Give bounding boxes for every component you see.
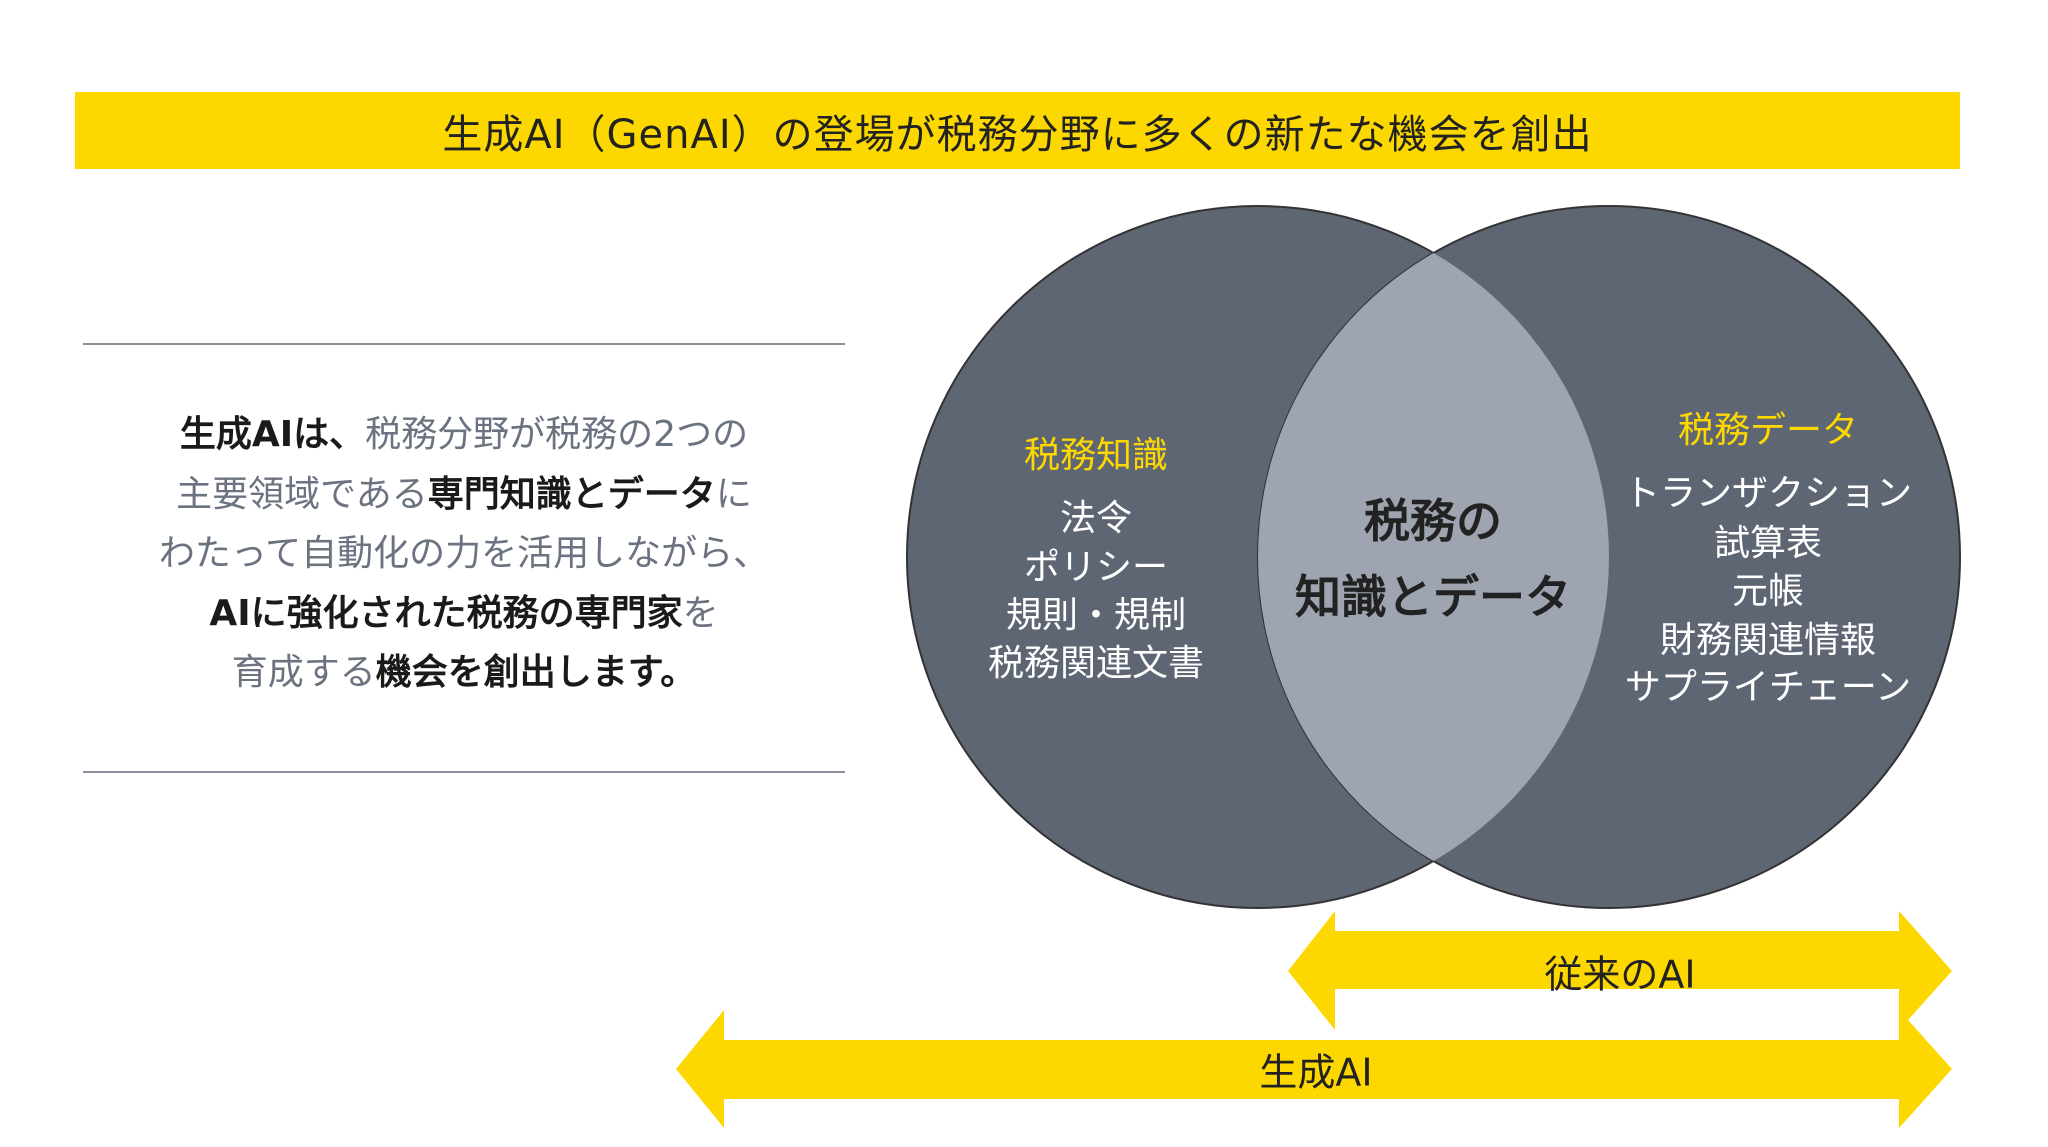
knowledge-item: ポリシー [1023, 547, 1169, 588]
intro-seg: に [715, 473, 752, 515]
data-item: トランザクション [1623, 473, 1913, 514]
intro-seg: 育成する [231, 652, 376, 693]
title-banner: 生成AI（GenAI）の登場が税務分野に多くの新たな機会を創出 [75, 92, 1960, 169]
center-label-line2: 知識とデータ [1295, 570, 1571, 624]
data-item: サプライチェーン [1624, 667, 1912, 708]
bottom-divider [83, 771, 845, 773]
overlap-region [1258, 206, 1609, 908]
generative-ai-arrow [676, 1010, 1952, 1128]
traditional-ai-label: 従来のAI [1544, 952, 1696, 997]
intro-seg: を [682, 592, 719, 634]
knowledge-label: 税務知識 [1023, 435, 1169, 476]
center-label-line1: 税務の [1364, 494, 1502, 548]
data-item: 試算表 [1713, 523, 1823, 564]
intro-seg: 専門知識とデータ [427, 473, 716, 515]
data-item: 元帳 [1731, 571, 1805, 612]
knowledge-item: 法令 [1059, 498, 1133, 539]
intro-seg: 主要領域である [176, 473, 428, 515]
intro-seg: わたって自動化の力を活用しながら、 [158, 533, 770, 574]
intro-seg: 税務分野が税務の2つの [365, 414, 749, 455]
data-label: 税務データ [1677, 410, 1859, 451]
intro-seg: AIに強化された税務の専門家 [209, 592, 683, 634]
knowledge-item: 税務関連文書 [987, 643, 1205, 684]
top-divider [83, 343, 845, 345]
traditional-ai-arrow [1288, 911, 1952, 1030]
intro-seg: 生成AIは、 [179, 414, 366, 455]
generative-ai-label: 生成AI [1259, 1050, 1373, 1095]
intro-paragraph: 生成AIは、税務分野が税務の2つの 主要領域である専門知識とデータに わたって自… [83, 405, 845, 703]
knowledge-item: 規則・規制 [1005, 595, 1187, 636]
banner-title: 生成AI（GenAI）の登場が税務分野に多くの新たな機会を創出 [442, 111, 1593, 158]
data-item: 財務関連情報 [1659, 620, 1877, 661]
intro-seg: 機会を創出します。 [375, 652, 697, 693]
